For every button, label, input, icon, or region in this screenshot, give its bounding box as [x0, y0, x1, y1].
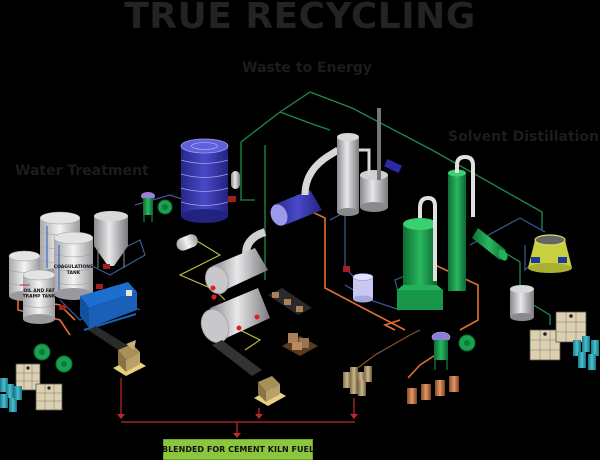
solvent-distillation-area: [397, 154, 599, 404]
green-reboiler-vessel: [397, 195, 443, 310]
ash-conveyor: [212, 340, 262, 376]
section-label-water-treatment: Water Treatment: [15, 163, 149, 179]
lavender-receiver-tank: [352, 273, 374, 303]
tan-drums-center: [343, 366, 372, 396]
section-label-solvent-distillation: Solvent Distillation: [448, 129, 600, 145]
green-pump-upper: [157, 199, 173, 215]
teal-drums-right: [573, 336, 599, 370]
arrow-down-icon: [233, 433, 241, 438]
pipe-orange-6: [407, 351, 441, 379]
yellow-cooling-tower: [528, 234, 572, 273]
oil-fat-tank-label-line1: OIL AND FAT: [23, 288, 55, 294]
green-pump-solvent: [458, 334, 476, 352]
output-flow-lines: [120, 378, 355, 433]
box-stack-pallet: [282, 333, 318, 356]
incinerator-lower: [200, 288, 270, 343]
output-label-text: BLENDED FOR CEMENT KILN FUEL: [161, 445, 315, 454]
valve-icon: [96, 284, 103, 289]
copper-drums: [407, 376, 459, 404]
coagulation-tank-label-line2: TANK: [67, 270, 81, 276]
coagulation-tank-label-line1: COAGULATIONS: [54, 264, 93, 270]
waste-to-energy-area: [176, 108, 402, 406]
silver-receiver-tank: [510, 285, 534, 321]
horizontal-white-tank: [176, 234, 198, 251]
arrow-down-icon: [117, 414, 125, 419]
blue-kiln-cylinder: [270, 190, 322, 226]
arrow-down-icon: [350, 414, 358, 419]
gray-column: [337, 133, 359, 216]
cardboard-box-pallet-left: [113, 340, 146, 376]
pipe-brown-1: [354, 329, 421, 371]
pipe-network-green: [240, 91, 551, 325]
silo-cone-tank: [94, 211, 128, 268]
pipe-network-brown: [354, 329, 421, 371]
coagulation-tank: COAGULATIONS TANK: [53, 231, 94, 300]
green-distillation-column: [448, 154, 475, 291]
purple-filter-unit: [141, 192, 155, 222]
pressure-gauge-capsule: [231, 171, 240, 189]
green-pump-lower-1: [33, 343, 51, 361]
ibc-tote-right-2: [555, 311, 587, 343]
oil-fat-tramp-tank: OIL AND FAT TRAMP TANK: [20, 269, 56, 324]
oil-fat-tank-label-line2: TRAMP TANK: [23, 294, 56, 300]
green-condenser: [472, 228, 508, 261]
small-silver-vessel: [359, 108, 388, 212]
page-title: TRUE RECYCLING: [124, 0, 476, 37]
arrow-down-icon: [255, 414, 263, 419]
valve-icon: [228, 196, 236, 202]
pipe-orange-5: [382, 319, 401, 331]
pipe-green-3: [279, 111, 331, 131]
cement-kiln-fuel-output-label: BLENDED FOR CEMENT KILN FUEL: [161, 439, 315, 460]
water-treatment-area: COAGULATIONS TANK OIL AND FAT TRAMP TANK: [0, 192, 173, 412]
pipe-blue-4: [329, 211, 356, 279]
valve-icon: [103, 264, 110, 269]
purple-filter-solvent: [431, 331, 451, 370]
green-pump-lower-2: [55, 355, 73, 373]
blue-storage-tank: [180, 138, 229, 223]
teal-drums-left: [0, 378, 22, 412]
pipe-green-1: [240, 142, 255, 201]
output-flow-arrows: [117, 414, 358, 438]
valve-icon: [59, 305, 66, 310]
pipe-yellow-2: [239, 329, 262, 351]
ibc-tote-right-1: [529, 329, 561, 361]
section-label-waste-to-energy: Waste to Energy: [242, 60, 373, 76]
ibc-tote-left-2: [35, 383, 63, 411]
blue-separator-unit: [80, 282, 137, 331]
incinerator-upper: [205, 248, 268, 300]
valve-icon: [343, 266, 350, 272]
cardboard-box-pallet-center: [254, 376, 286, 406]
box-conveyor: [268, 288, 312, 315]
blue-motor: [384, 158, 402, 174]
valves-red: [59, 264, 110, 310]
pipe-blue-2: [89, 239, 146, 276]
